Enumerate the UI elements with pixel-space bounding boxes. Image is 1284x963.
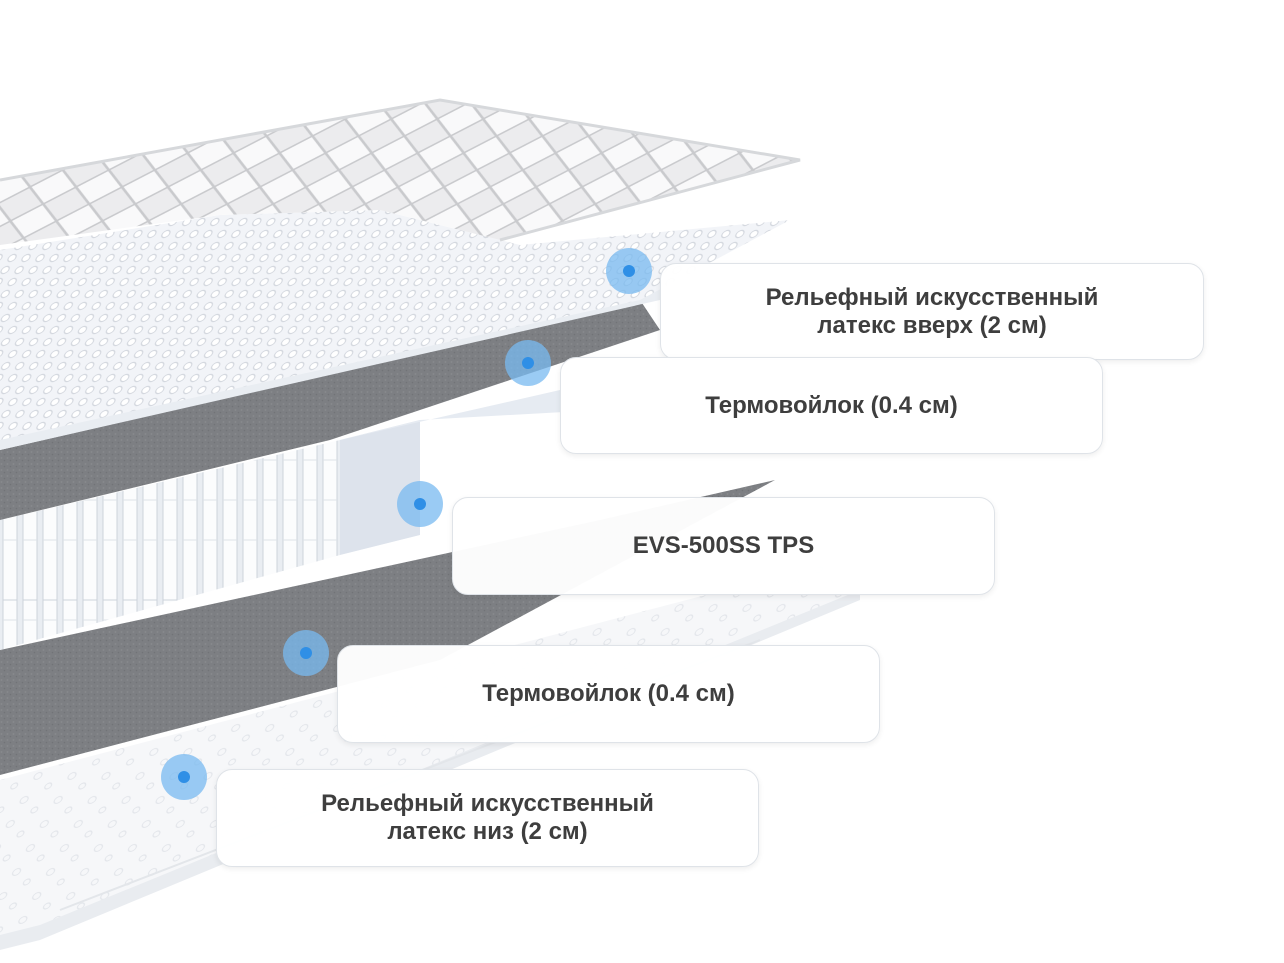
marker-dot-2[interactable] xyxy=(505,340,551,386)
marker-dot-1[interactable] xyxy=(606,248,652,294)
layer-label-spring-block: EVS-500SS TPS xyxy=(452,497,995,595)
upper-felt-layer xyxy=(0,300,660,520)
layer-label-top-latex: Рельефный искусственный латекс вверх (2 … xyxy=(660,263,1204,360)
marker-dot-4[interactable] xyxy=(283,630,329,676)
quilted-cover xyxy=(0,100,800,245)
top-latex-layer xyxy=(0,210,790,440)
layer-label-bottom-latex: Рельефный искусственный латекс низ (2 см… xyxy=(216,769,759,867)
layer-label-lower-felt: Термовойлок (0.4 см) xyxy=(337,645,880,743)
layer-label-upper-felt: Термовойлок (0.4 см) xyxy=(560,357,1103,454)
marker-dot-5[interactable] xyxy=(161,754,207,800)
marker-dot-3[interactable] xyxy=(397,481,443,527)
spring-block xyxy=(0,440,340,650)
